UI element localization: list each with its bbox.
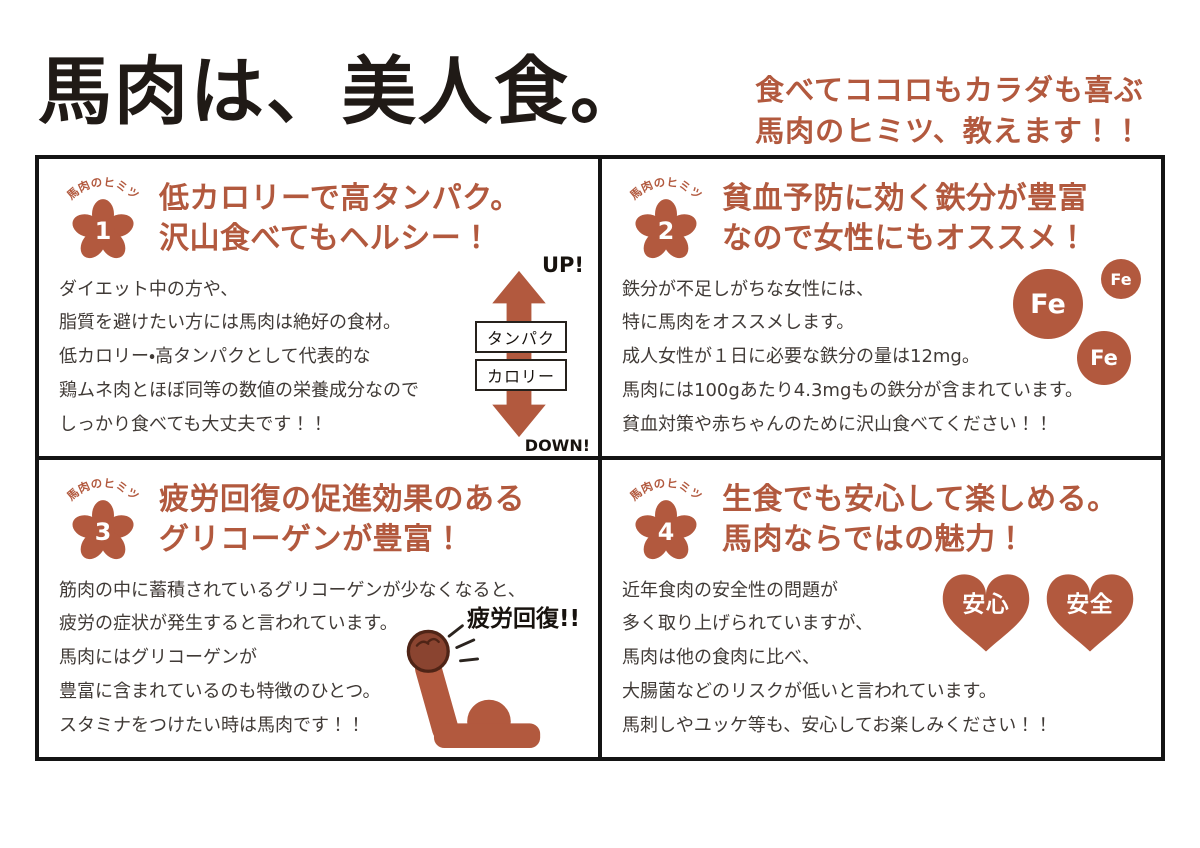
panel-secret-1: 馬肉のヒミツ 1 低カロリーで高タンパク。 沢山食べてもヘルシー！ [37, 157, 600, 458]
body-line: 大腸菌などのリスクが低いと言われています。 [622, 681, 997, 702]
flex-arm-icon [406, 624, 541, 749]
body-line: 馬肉には100gあたり4.3mgもの鉄分が含まれています。 [622, 380, 1084, 401]
secret-badge-2: 馬肉のヒミツ 2 [627, 175, 705, 259]
protein-box: タンパク [475, 321, 567, 353]
heading-line-1: 生食でも安心して楽しめる。 [722, 482, 1118, 517]
body-line: 馬肉にはグリコーゲンが [59, 647, 257, 669]
panel-body: 近年食肉の安全性の問題が 多く取り上げられていますが、 馬肉は他の食肉に比べ、 … [622, 574, 1147, 743]
heading-line-2: 馬肉ならではの魅力！ [722, 521, 1027, 557]
heart-anshin-label: 安心 [963, 592, 1010, 618]
heading-line-1: 低カロリーで高タンパク。 [159, 181, 521, 216]
heading-line-1: 貧血予防に効く鉄分が豊富 [722, 181, 1088, 216]
fe-circle-small: Fe [1101, 259, 1141, 299]
panel-head: 馬肉のヒミツ 2 貧血予防に効く鉄分が豊富 なので女性にもオススメ！ [622, 171, 1147, 263]
sakura-icon [635, 500, 697, 560]
panel-heading: 生食でも安心して楽しめる。 馬肉ならではの魅力！ [722, 480, 1118, 559]
badge-arc-label: 馬肉のヒミツ [64, 476, 142, 504]
badge-number: 1 [95, 217, 112, 245]
panel-secret-3: 馬肉のヒミツ 3 疲労回復の促進効果のある グリコーゲンが豊富！ [37, 458, 600, 759]
badge-number: 2 [658, 217, 675, 245]
tagline: 食べてココロもカラダも喜ぶ 馬肉のヒミツ、教えます！！ [755, 70, 1144, 151]
body-line: 脂質を避けたい方には馬肉は絶好の食材。 [59, 312, 401, 334]
panel-heading: 疲労回復の促進効果のある グリコーゲンが豊富！ [159, 480, 525, 559]
body-line: ダイエット中の方や、 [59, 278, 239, 300]
tagline-line-1: 食べてココロもカラダも喜ぶ [755, 73, 1144, 107]
body-line: 疲労の症状が発生すると言われています。 [59, 613, 398, 635]
badge-arc-label: 馬肉のヒミツ [627, 175, 705, 203]
page-title: 馬肉は、美人食。 [38, 49, 646, 135]
up-down-arrow-icon [492, 270, 546, 438]
body-line: 鉄分が不足しがちな女性には、 [622, 278, 874, 300]
arm-illustration: 疲労回復!! [390, 599, 582, 751]
panel-secret-2: 馬肉のヒミツ 2 貧血予防に効く鉄分が豊富 なので女性にもオススメ！ [600, 157, 1163, 458]
panel-heading: 貧血予防に効く鉄分が豊富 なので女性にもオススメ！ [722, 179, 1088, 258]
badge-number: 3 [95, 518, 112, 546]
heading-line-2: なので女性にもオススメ！ [722, 220, 1088, 256]
body-line: 貧血対策や赤ちゃんのために沢山食べてください！！ [622, 413, 1053, 435]
body-line: 筋肉の中に蓄積されているグリコーゲンが少なくなると、 [59, 579, 526, 601]
heading-line-1: 疲労回復の促進効果のある [159, 482, 525, 517]
sakura-icon [72, 500, 134, 560]
tagline-line-2: 馬肉のヒミツ、教えます！！ [755, 113, 1143, 148]
calorie-box: カロリー [475, 359, 567, 391]
heading-line-2: 沢山食べてもヘルシー！ [159, 220, 492, 256]
panel-head: 馬肉のヒミツ 4 生食でも安心して楽しめる。 馬肉ならではの魅力！ [622, 472, 1147, 564]
badge-arc-label: 馬肉のヒミツ [64, 175, 142, 203]
fe-circle-medium: Fe [1077, 331, 1131, 385]
down-label: DOWN! [524, 436, 590, 455]
secret-badge-3: 馬肉のヒミツ 3 [64, 476, 142, 560]
body-line: 鶏ムネ肉とほぼ同等の数値の栄養成分なので [59, 380, 419, 401]
heart-anshin-icon: 安心 [942, 574, 1030, 652]
body-line: 馬刺しやユッケ等も、安心してお楽しみください！！ [622, 714, 1053, 736]
heart-anzen-icon: 安全 [1046, 574, 1134, 652]
body-line: しっかり食べても大丈夫です！！ [59, 413, 328, 435]
panel-body: 筋肉の中に蓄積されているグリコーゲンが少なくなると、 疲労の症状が発生すると言わ… [59, 574, 584, 743]
fe-circle-large: Fe [1013, 269, 1083, 339]
secret-badge-1: 馬肉のヒミツ 1 [64, 175, 142, 259]
updown-illustration: UP! タンパク カロリー DOWN! [464, 253, 590, 455]
secret-badge-4: 馬肉のヒミツ 4 [627, 476, 705, 560]
heading-line-2: グリコーゲンが豊富！ [159, 521, 464, 557]
body-line: 近年食肉の安全性の問題が [622, 579, 838, 601]
body-line: 特に馬肉をオススメします。 [622, 312, 855, 334]
body-line: 多く取り上げられていますが、 [622, 613, 874, 635]
fatigue-recovery-caption: 疲労回復!! [467, 606, 580, 632]
panel-secret-4: 馬肉のヒミツ 4 生食でも安心して楽しめる。 馬肉ならではの魅力！ [600, 458, 1163, 759]
sakura-icon [635, 199, 697, 259]
body-line: 馬肉は他の食肉に比べ、 [622, 647, 820, 669]
panel-body: ダイエット中の方や、 脂質を避けたい方には馬肉は絶好の食材。 低カロリー・高タン… [59, 273, 584, 442]
panel-heading: 低カロリーで高タンパク。 沢山食べてもヘルシー！ [159, 179, 521, 258]
up-label: UP! [541, 253, 584, 277]
heart-anzen-label: 安全 [1067, 592, 1114, 618]
hearts-illustration: 安心 安全 [939, 568, 1137, 656]
body-line: 豊富に含まれているのも特徴のひとつ。 [59, 681, 381, 702]
secrets-grid: 馬肉のヒミツ 1 低カロリーで高タンパク。 沢山食べてもヘルシー！ [35, 155, 1165, 761]
panel-body: 鉄分が不足しがちな女性には、 特に馬肉をオススメします。 成人女性が１日に必要な… [622, 273, 1147, 442]
sakura-icon [72, 199, 134, 259]
body-line: スタミナをつけたい時は馬肉です！！ [59, 714, 365, 736]
badge-arc-label: 馬肉のヒミツ [627, 476, 705, 504]
panel-head: 馬肉のヒミツ 1 低カロリーで高タンパク。 沢山食べてもヘルシー！ [59, 171, 584, 263]
body-line: 成人女性が１日に必要な鉄分の量は12mg。 [622, 346, 980, 368]
body-line: 低カロリー・高タンパクとして代表的な [59, 346, 371, 368]
panel-head: 馬肉のヒミツ 3 疲労回復の促進効果のある グリコーゲンが豊富！ [59, 472, 584, 564]
badge-number: 4 [658, 518, 675, 546]
